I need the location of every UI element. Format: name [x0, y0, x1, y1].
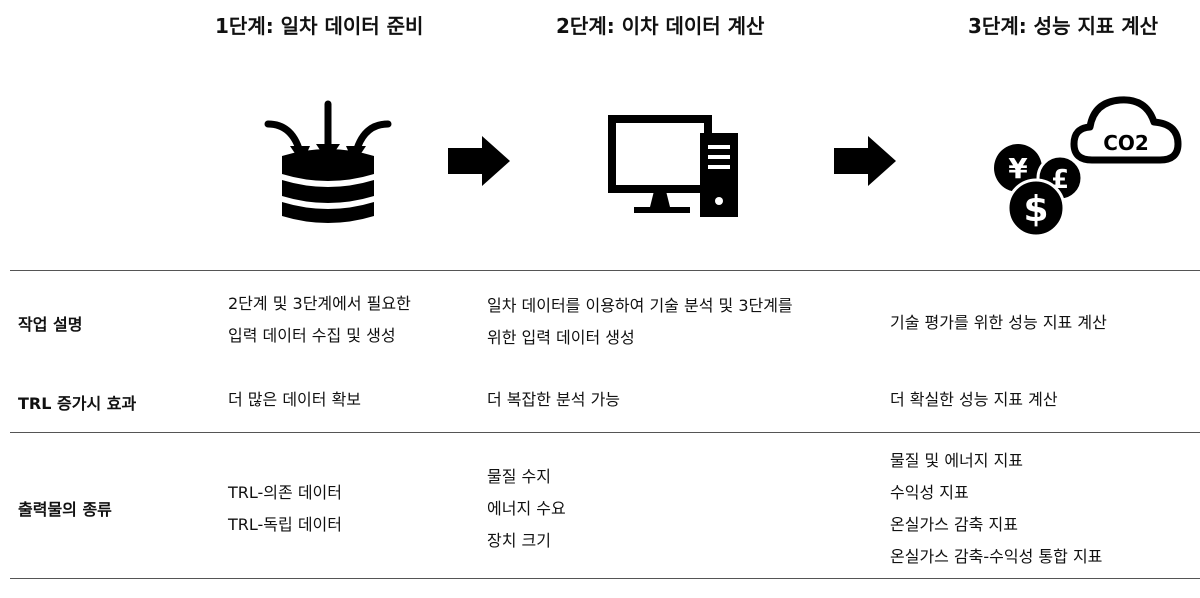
- row-label-trl-effect: TRL 증가시 효과: [18, 394, 137, 413]
- row1-stage1-cell: 2단계 및 3단계에서 필요한 입력 데이터 수집 및 생성: [228, 294, 411, 345]
- stage-2-title: 2단계: 이차 데이터 계산: [556, 14, 765, 38]
- row3-stage2-cell: 물질 수지 에너지 수요 장치 크기: [487, 467, 566, 550]
- row2-stage2-cell: 더 복잡한 분석 가능: [487, 390, 621, 409]
- co2-cloud-coins-icon: CO2 ¥ £ $: [994, 96, 1182, 238]
- table-divider-top: [10, 270, 1200, 271]
- arrow-right-icon: [834, 136, 896, 186]
- row-label-task-description: 작업 설명: [18, 315, 83, 334]
- svg-text:CO2: CO2: [1103, 131, 1149, 155]
- row2-stage1-cell: 더 많은 데이터 확보: [228, 390, 362, 409]
- dollar-coin-icon: [1006, 178, 1066, 238]
- row1-stage2-cell: 일차 데이터를 이용하여 기술 분석 및 3단계를 위한 입력 데이터 생성: [487, 296, 793, 347]
- stage-1-title: 1단계: 일차 데이터 준비: [215, 14, 424, 38]
- row3-stage1-cell: TRL-의존 데이터 TRL-독립 데이터: [228, 483, 342, 534]
- svg-text:¥: ¥: [1008, 152, 1028, 185]
- table-divider-middle: [10, 432, 1200, 433]
- table-divider-bottom: [10, 578, 1200, 579]
- row3-stage3-cell: 물질 및 에너지 지표 수익성 지표 온실가스 감축 지표 온실가스 감축-수익…: [890, 451, 1103, 566]
- row-label-output-types: 출력물의 종류: [18, 500, 112, 519]
- row2-stage3-cell: 더 확실한 성능 지표 계산: [890, 390, 1058, 409]
- database-inflow-icon: [264, 100, 392, 223]
- arrow-right-icon: [448, 136, 510, 186]
- row1-stage3-cell: 기술 평가를 위한 성능 지표 계산: [890, 313, 1107, 332]
- co2-label: CO2: [1103, 131, 1149, 155]
- svg-text:$: $: [1023, 189, 1048, 230]
- desktop-computer-icon: [608, 115, 738, 217]
- stage-3-title: 3단계: 성능 지표 계산: [968, 14, 1159, 38]
